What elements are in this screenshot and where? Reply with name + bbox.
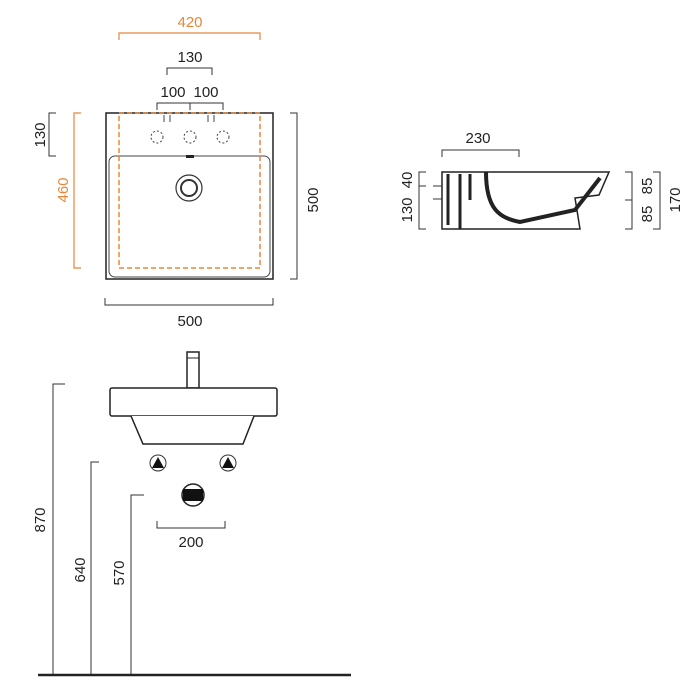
basin-front (109, 387, 278, 417)
dim-outer-depth: 500 (305, 187, 322, 212)
waste-outlet-icon (181, 483, 205, 507)
dim-deck-depth: 130 (32, 122, 49, 147)
dim-total-height: 170 (667, 187, 684, 212)
supply-valve-right-icon (219, 454, 237, 472)
dim-waste-height: 570 (111, 560, 128, 585)
dim-rim: 40 (399, 172, 416, 189)
top-view: 420 130 100 100 130 460 500 500 (32, 14, 322, 330)
dim-lower-left: 130 (399, 197, 416, 222)
dim-hole-spacing-left: 100 (160, 84, 185, 101)
dim-rim-height: 870 (32, 507, 49, 532)
drain-icon (175, 174, 203, 202)
tap-markers (163, 115, 215, 122)
dim-drain-offset: 230 (465, 130, 490, 147)
tap-holes (150, 130, 230, 144)
dim-hole-spacing-right: 100 (193, 84, 218, 101)
dim-outer-width: 500 (177, 313, 202, 330)
dim-inner-depth: 460 (55, 177, 72, 202)
basin-base (130, 415, 255, 445)
dim-upper-right: 85 (639, 178, 656, 195)
overflow-icon (186, 155, 194, 158)
faucet-icon (186, 351, 200, 389)
dim-overall-width: 420 (177, 14, 202, 31)
side-view: 230 40 130 85 85 170 (399, 130, 684, 230)
dim-supply-height: 640 (72, 557, 89, 582)
dim-tap-span: 130 (177, 49, 202, 66)
side-section-outline (441, 171, 611, 230)
dim-lower-right: 85 (639, 206, 656, 223)
inner-cutout-outline (118, 112, 261, 269)
bowl-section (484, 171, 602, 225)
dim-supply-spacing: 200 (178, 534, 203, 551)
front-view: 200 870 640 570 (32, 351, 351, 677)
supply-valve-left-icon (149, 454, 167, 472)
